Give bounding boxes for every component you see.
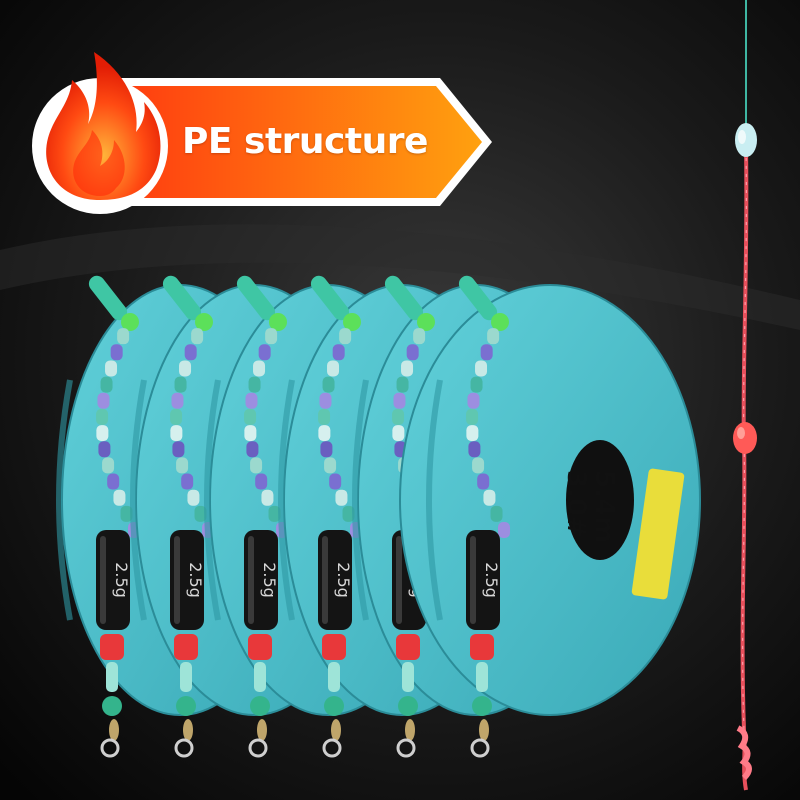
sinker-weight-label: 2.5g bbox=[334, 562, 353, 598]
spool: 2.5g bbox=[399, 275, 701, 758]
banner bbox=[120, 78, 492, 206]
flame-icon bbox=[32, 52, 168, 214]
line-size-label: 3.0# bbox=[561, 470, 591, 538]
swivel-ring bbox=[248, 738, 268, 758]
swivel-ring bbox=[470, 738, 490, 758]
spool-hole bbox=[566, 440, 634, 560]
spool-sticker-label: 5.4m 3.0# bbox=[488, 470, 619, 544]
line-loop bbox=[736, 725, 752, 781]
banner-title: PE structure bbox=[182, 121, 428, 162]
swivel-ring bbox=[322, 738, 342, 758]
fishing-line bbox=[733, 0, 757, 791]
middle-float-bead bbox=[733, 422, 757, 454]
swivel-ring bbox=[396, 738, 416, 758]
sinker-weight-label: 2.5g bbox=[186, 562, 205, 598]
swivel-ring bbox=[100, 738, 120, 758]
sinker-weight-label: 2.5g bbox=[260, 562, 279, 598]
spool-sticker bbox=[631, 468, 685, 600]
swivel-ring bbox=[174, 738, 194, 758]
bead bbox=[343, 313, 361, 331]
banner-arrow bbox=[128, 86, 482, 198]
sinker-weight-label: 2.5g bbox=[482, 562, 501, 598]
bead bbox=[491, 313, 509, 331]
bead bbox=[195, 313, 213, 331]
sinker-weight-label: 2.5g bbox=[112, 562, 131, 598]
top-float-bead bbox=[735, 123, 757, 157]
spool-group: 2.5g2.5g2.5g2.5g2.5g2.5g bbox=[56, 275, 701, 758]
bead bbox=[269, 313, 287, 331]
bead bbox=[121, 313, 139, 331]
line-length-label: 5.4m bbox=[589, 470, 619, 544]
bead bbox=[417, 313, 435, 331]
